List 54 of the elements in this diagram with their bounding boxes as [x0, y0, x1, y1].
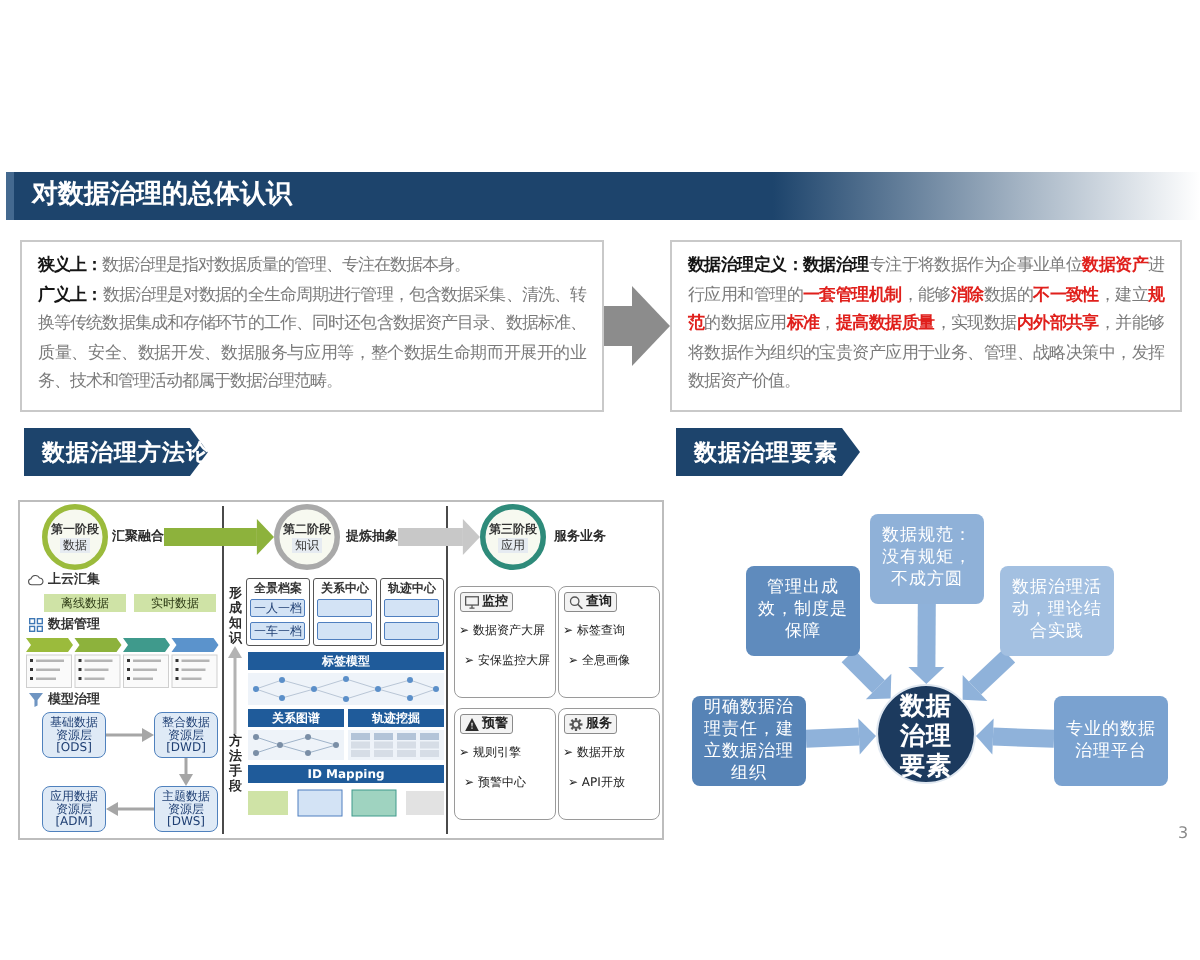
element-box: [746, 566, 860, 656]
data-bar: [44, 594, 126, 612]
service-card: [558, 586, 660, 698]
definition-text: 广义上：数据治理是对数据的全生命周期进行管理，包含数据采集、清洗、转换等传统数据集成和存储环节的工作、同时还包含数据资产目录、数据标准、质量、安全、数据开发、数据服务与应用等，整个数据生命期而开展开的业务、技术和管理活动都属于数据治理范畴。: [38, 281, 586, 394]
element-box: [1000, 566, 1114, 656]
stage-circle: [274, 504, 340, 570]
arrow: [106, 728, 154, 742]
definition-text: 数据治理定义：数据治理专注于将数据作为企事业单位数据资产进行应用和管理的一套管理机制，能够消除数据的不一致性，建立规范的数据应用标准，提高数据质量，实现数据内外部共享，并能够将数据作为组织的宝贵资产应用于业务、管理、战略决策中，发挥数据资产价值。: [688, 252, 1164, 394]
page-number: 3: [1178, 824, 1189, 844]
section-title: 数据治理要素: [694, 436, 838, 470]
item-bar: [384, 599, 439, 617]
heading-bar: [248, 652, 444, 670]
stage-circle: [480, 504, 546, 570]
definition-text: 狭义上：数据治理是指对数据质量的管理、专注在数据本身。: [38, 252, 472, 278]
block-arrow: [962, 649, 1016, 702]
block-arrow: [398, 519, 480, 555]
definition-box: [670, 240, 1182, 412]
framed-panel: [18, 500, 664, 840]
element-text: 数据规范：没有规矩，不成方圆: [880, 526, 974, 592]
section-banner: [676, 428, 860, 476]
element-text: 专业的数据治理平台: [1064, 719, 1158, 763]
section-banner: [24, 428, 208, 476]
block-arrow: [976, 718, 1055, 755]
stage-circle: [42, 504, 108, 570]
heading-bar: [248, 709, 344, 727]
element-text: 明确数据治理责任，建立数据治理组织: [702, 697, 796, 785]
category-box: [380, 578, 444, 646]
heading-bar: [348, 709, 444, 727]
item-bar: [317, 599, 372, 617]
service-card: [454, 708, 556, 820]
definition-box: [20, 240, 604, 412]
block-arrow: [841, 649, 892, 700]
core-circle: [876, 684, 976, 784]
arrow: [228, 646, 242, 734]
heading-bar: [248, 765, 444, 783]
service-card: [454, 586, 556, 698]
block-arrow: [908, 603, 945, 684]
data-bar: [134, 594, 216, 612]
arrow: [179, 758, 193, 786]
service-card: [558, 708, 660, 820]
element-box: [1054, 696, 1168, 786]
core-text: 数据治理要素: [897, 689, 954, 779]
arrow: [106, 802, 154, 816]
category-box: [246, 578, 310, 646]
element-box: [870, 514, 984, 604]
slide-title: 对数据治理的总体认识: [32, 178, 292, 214]
element-text: 管理出成效，制度是保障: [756, 578, 850, 644]
block-arrow: [805, 718, 876, 755]
block-arrow: [604, 286, 670, 366]
block-arrow: [164, 519, 274, 555]
element-text: 数据治理活动，理论结合实践: [1010, 578, 1104, 644]
item-bar: [317, 622, 372, 640]
category-box: [313, 578, 377, 646]
item-bar: [384, 622, 439, 640]
